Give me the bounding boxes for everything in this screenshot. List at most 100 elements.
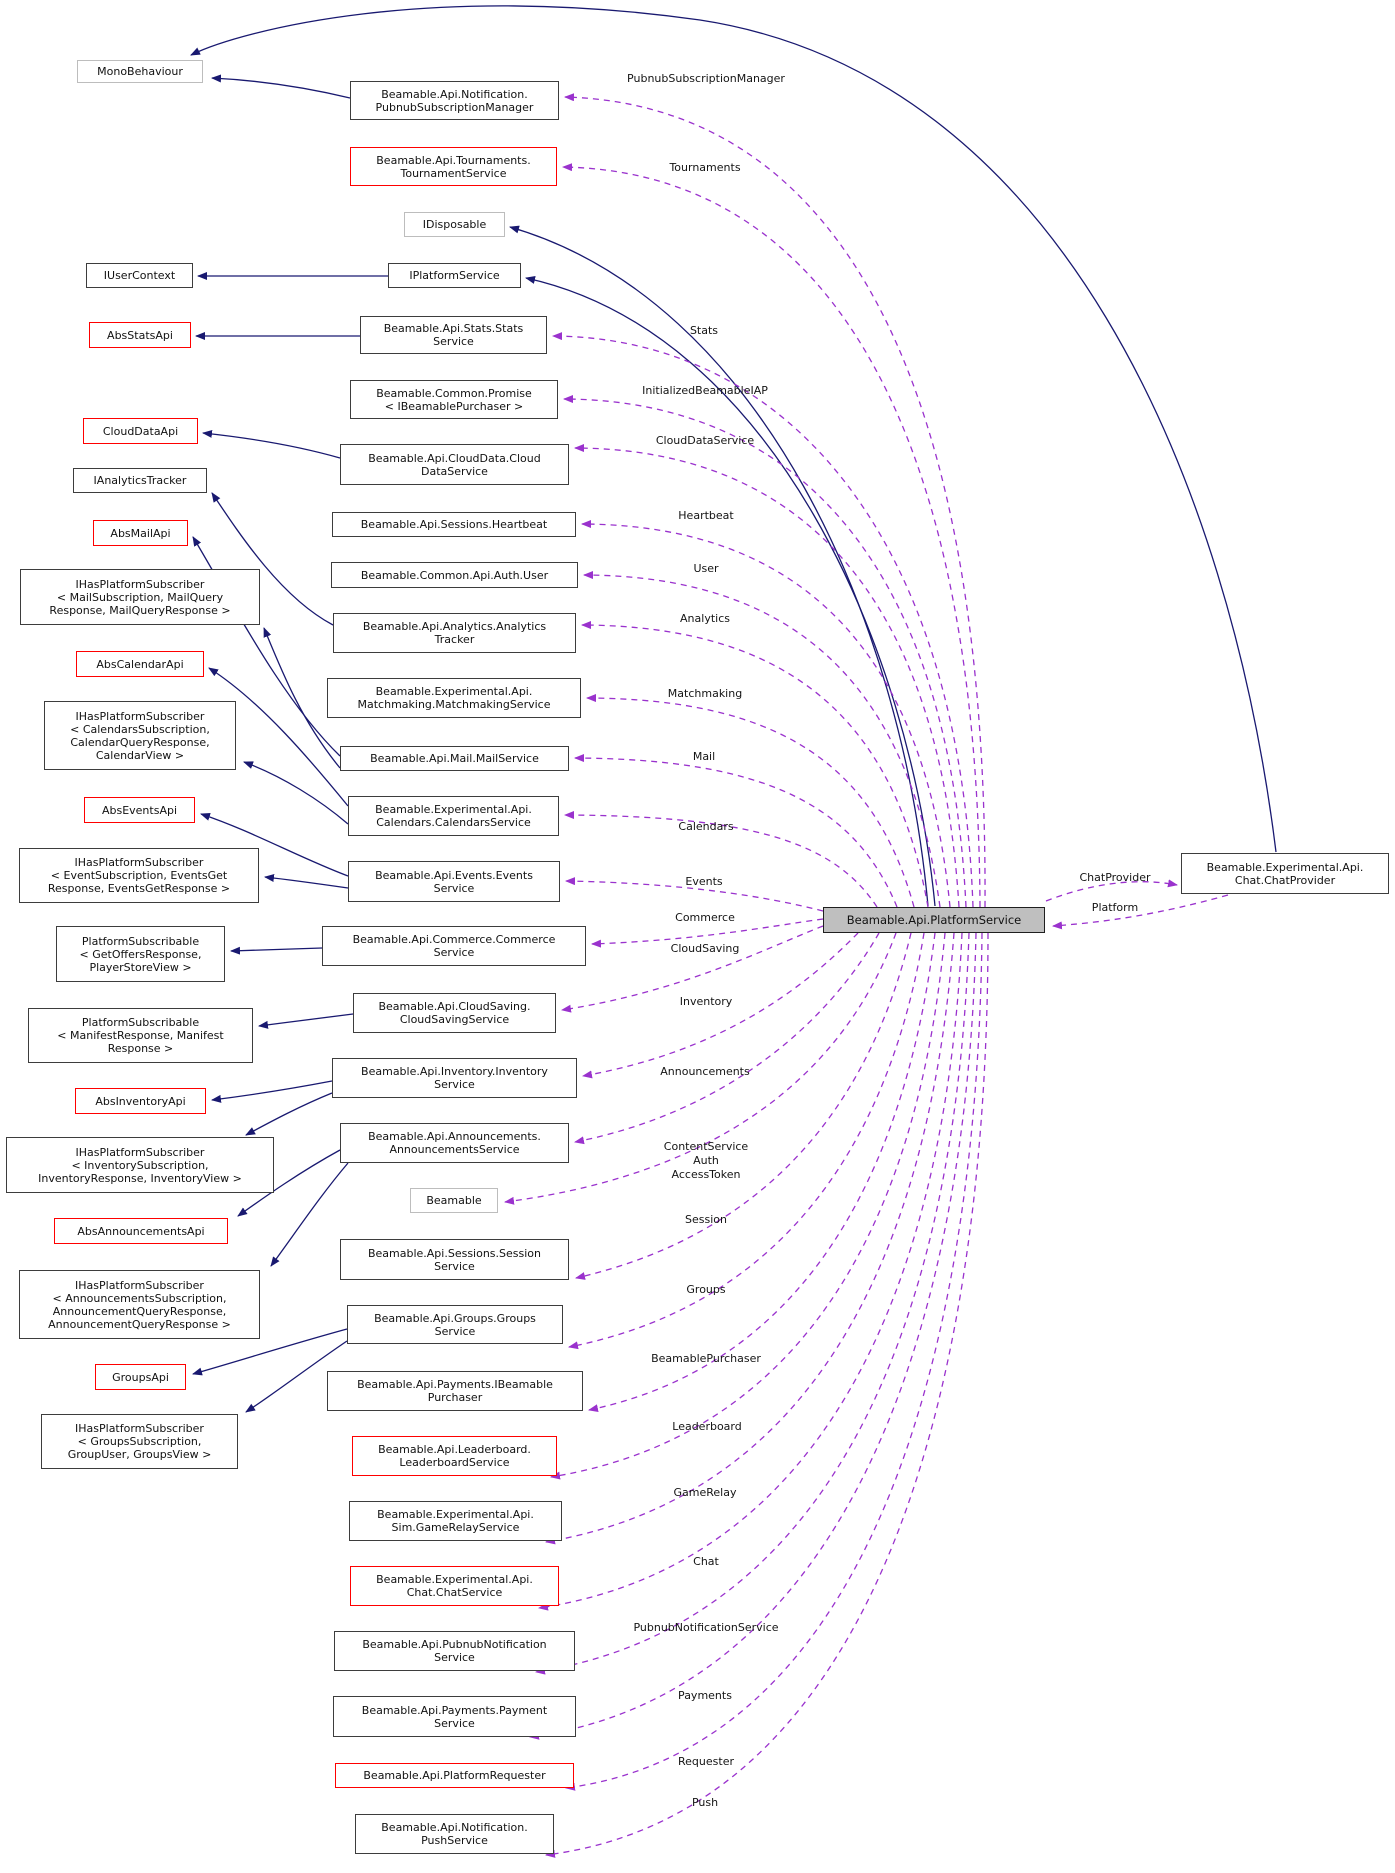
node-ianalytics-tracker[interactable]: IAnalyticsTracker [73, 468, 207, 493]
edge-label-mail: Mail [692, 750, 716, 763]
edge-inherit-mailservice-subscribermail [263, 627, 341, 769]
edge-member-heartbeat [581, 520, 951, 908]
edge-inherit-groupsservice-subscribergroups [245, 1340, 348, 1413]
edge-member-inventory [582, 932, 859, 1079]
node-pubnub-subscription-manager[interactable]: Beamable.Api.Notification. PubnubSubscri… [350, 81, 559, 120]
node-game-relay-service[interactable]: Beamable.Experimental.Api. Sim.GameRelay… [349, 1501, 562, 1541]
edge-inherit-clouddataservice-clouddataapi [202, 429, 341, 459]
node-cloud-data-service[interactable]: Beamable.Api.CloudData.Cloud DataService [340, 444, 569, 485]
edge-inherit-calendarsservice-subscribercalendars [243, 761, 349, 825]
edge-label-leaderboard: Leaderboard [672, 1420, 742, 1433]
edge-label-analytics: Analytics [680, 612, 730, 625]
node-subscriber-calendars[interactable]: IHasPlatformSubscriber < CalendarsSubscr… [44, 701, 236, 770]
edge-label-pubnub-notification-service: PubnubNotificationService [633, 1621, 779, 1634]
edge-member-session [575, 932, 912, 1280]
edge-inherit-platformservice-idisposable [509, 225, 929, 907]
edge-label-cloud-data-service: CloudDataService [655, 434, 755, 447]
node-stats-service[interactable]: Beamable.Api.Stats.Stats Service [360, 316, 547, 354]
node-inventory-service[interactable]: Beamable.Api.Inventory.Inventory Service [332, 1058, 577, 1098]
edge-label-calendars: Calendars [678, 820, 734, 833]
edge-inherit-groupsservice-groupsapi [192, 1328, 348, 1376]
edge-label-heartbeat: Heartbeat [678, 509, 734, 522]
node-ibeamable-purchaser[interactable]: Beamable.Api.Payments.IBeamable Purchase… [327, 1371, 583, 1411]
edge-label-beamable-purchaser: BeamablePurchaser [651, 1352, 761, 1365]
node-announcements-service[interactable]: Beamable.Api.Announcements. Announcement… [340, 1123, 569, 1163]
node-platform-service[interactable]: Beamable.Api.PlatformService [823, 907, 1045, 933]
edge-member-beamablepurchaser [588, 932, 936, 1413]
node-leaderboard-service[interactable]: Beamable.Api.Leaderboard. LeaderboardSer… [352, 1436, 557, 1476]
node-subscriber-mail[interactable]: IHasPlatformSubscriber < MailSubscriptio… [20, 569, 260, 625]
node-promise-ibeamable-purchaser[interactable]: Beamable.Common.Promise < IBeamablePurch… [350, 380, 558, 419]
node-mail-service[interactable]: Beamable.Api.Mail.MailService [340, 746, 569, 771]
node-pubnub-notification-service[interactable]: Beamable.Api.PubnubNotification Service [334, 1631, 575, 1671]
node-subscriber-inventory[interactable]: IHasPlatformSubscriber < InventorySubscr… [6, 1137, 274, 1193]
node-heartbeat[interactable]: Beamable.Api.Sessions.Heartbeat [332, 512, 576, 537]
node-events-service[interactable]: Beamable.Api.Events.Events Service [348, 861, 560, 902]
edge-label-user: User [693, 562, 719, 575]
edge-member-push [545, 932, 989, 1858]
node-cloud-saving-service[interactable]: Beamable.Api.CloudSaving. CloudSavingSer… [353, 993, 556, 1033]
node-platform-subscribable-manifest[interactable]: PlatformSubscribable < ManifestResponse,… [28, 1008, 253, 1063]
node-subscriber-events[interactable]: IHasPlatformSubscriber < EventSubscripti… [19, 848, 259, 903]
edge-member-gamerelay [545, 932, 955, 1545]
node-platform-requester[interactable]: Beamable.Api.PlatformRequester [335, 1763, 574, 1788]
node-payment-service[interactable]: Beamable.Api.Payments.Payment Service [333, 1696, 576, 1737]
edge-label-pubnub-subscription-manager: PubnubSubscriptionManager [627, 72, 785, 85]
edge-inherit-cloudsavingservice-platformsubscribablemanifest [258, 1013, 354, 1029]
edge-member-events [565, 877, 824, 912]
node-tournament-service[interactable]: Beamable.Api.Tournaments. TournamentServ… [350, 147, 557, 186]
node-subscriber-groups[interactable]: IHasPlatformSubscriber < GroupsSubscript… [41, 1414, 238, 1469]
edge-label-chat-provider: ChatProvider [1079, 871, 1151, 884]
edge-member-platform [1052, 894, 1229, 930]
node-session-service[interactable]: Beamable.Api.Sessions.Session Service [340, 1239, 569, 1280]
node-idisposable[interactable]: IDisposable [404, 212, 505, 237]
node-commerce-service[interactable]: Beamable.Api.Commerce.Commerce Service [322, 926, 586, 966]
node-abs-inventory-api[interactable]: AbsInventoryApi [75, 1088, 206, 1114]
node-abs-calendar-api[interactable]: AbsCalendarApi [76, 651, 204, 677]
node-matchmaking-service[interactable]: Beamable.Experimental.Api. Matchmaking.M… [327, 678, 581, 718]
edge-label-platform: Platform [1091, 901, 1139, 914]
node-analytics-tracker[interactable]: Beamable.Api.Analytics.Analytics Tracker [333, 613, 576, 653]
edge-member-commerce [591, 918, 824, 948]
node-cloud-data-api[interactable]: CloudDataApi [83, 418, 198, 444]
edge-label-stats: Stats [689, 324, 719, 337]
node-chat-service[interactable]: Beamable.Experimental.Api. Chat.ChatServ… [350, 1566, 559, 1606]
edge-label-matchmaking: Matchmaking [667, 687, 743, 700]
node-abs-mail-api[interactable]: AbsMailApi [93, 520, 188, 546]
edge-inherit-chatprovider-monobehaviour [190, 5, 1277, 853]
edge-member-payments [529, 932, 977, 1740]
node-groups-service[interactable]: Beamable.Api.Groups.Groups Service [347, 1305, 563, 1344]
edge-member-calendars [564, 811, 878, 908]
node-chat-provider[interactable]: Beamable.Experimental.Api. Chat.ChatProv… [1181, 853, 1389, 894]
edge-member-cloudsaving [561, 925, 824, 1013]
edge-label-cloud-saving: CloudSaving [670, 942, 740, 955]
edge-member-groups [568, 932, 925, 1350]
edge-inherit-analyticstracker-ianalyticstracker [211, 492, 334, 626]
node-subscriber-announcements[interactable]: IHasPlatformSubscriber < AnnouncementsSu… [19, 1270, 260, 1339]
edge-member-mail [574, 754, 898, 908]
node-calendars-service[interactable]: Beamable.Experimental.Api. Calendars.Cal… [348, 796, 559, 836]
edge-inherit-platformservice-iplatformservice [525, 276, 936, 907]
node-iuser-context[interactable]: IUserContext [86, 263, 193, 288]
node-monobehaviour[interactable]: MonoBehaviour [77, 60, 203, 83]
edge-member-tournaments [562, 163, 981, 908]
node-abs-events-api[interactable]: AbsEventsApi [84, 797, 195, 823]
edge-member-chat [538, 932, 963, 1611]
node-auth-user[interactable]: Beamable.Common.Api.Auth.User [331, 562, 578, 588]
edge-inherit-eventsservice-subscriberevents [264, 874, 349, 889]
edge-member-clouddataservice [574, 444, 960, 908]
edge-member-pubnubnotificationservice [535, 932, 970, 1675]
edge-member-leaderboard [550, 932, 946, 1480]
node-platform-subscribable-offers[interactable]: PlatformSubscribable < GetOffersResponse… [56, 926, 225, 982]
node-iplatform-service[interactable]: IPlatformService [388, 263, 521, 288]
node-push-service[interactable]: Beamable.Api.Notification. PushService [355, 1814, 554, 1854]
edge-label-commerce: Commerce [675, 911, 735, 924]
node-abs-announcements-api[interactable]: AbsAnnouncementsApi [54, 1218, 228, 1244]
node-beamable[interactable]: Beamable [410, 1188, 498, 1213]
node-groups-api[interactable]: GroupsApi [95, 1364, 186, 1390]
node-abs-stats-api[interactable]: AbsStatsApi [89, 322, 191, 348]
edge-inherit-calendarsservice-abscalendarapi [208, 667, 349, 807]
edge-member-matchmaking [586, 694, 915, 908]
